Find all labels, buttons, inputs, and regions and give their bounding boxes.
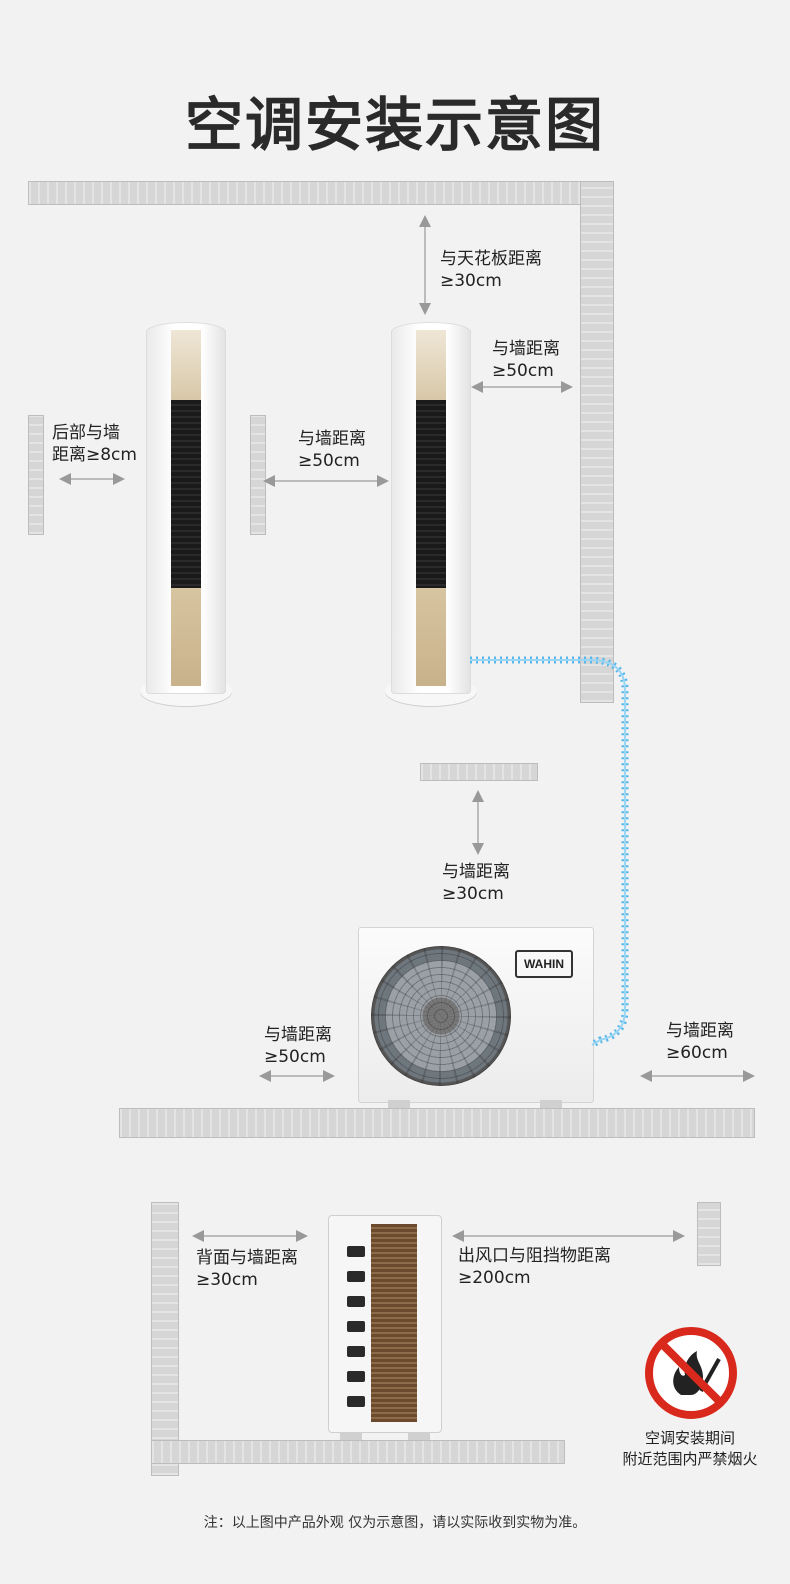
air-grille: [416, 400, 446, 588]
condenser-coil: [371, 1224, 417, 1422]
back-wall-left: [28, 415, 44, 535]
no-fire-icon: [645, 1327, 737, 1419]
label-line: 背面与墙距离: [196, 1248, 298, 1268]
label-line: ≥30cm: [196, 1270, 258, 1290]
label-line: 后部与墙: [52, 423, 120, 443]
label-line: 与墙距离: [298, 429, 366, 449]
label-outdoor-right-clearance: 与墙距离 ≥60cm: [666, 1020, 734, 1064]
outdoor-top-wall: [420, 763, 538, 781]
brand-logo: WAHIN: [515, 950, 573, 978]
label-line: 距离≥8cm: [52, 445, 137, 465]
unit-foot: [408, 1432, 430, 1440]
rear-obstacle: [697, 1202, 721, 1266]
rear-wall-left: [151, 1202, 179, 1476]
label-outdoor-left-clearance: 与墙距离 ≥50cm: [264, 1024, 332, 1068]
label-line: ≥50cm: [492, 361, 554, 381]
label-line: ≥60cm: [666, 1043, 728, 1063]
lower-panel: [416, 588, 446, 686]
display-panel: [171, 330, 201, 400]
vent-slot: [347, 1271, 365, 1282]
label-line: 与天花板距离: [440, 249, 542, 269]
label-line: 与墙距离: [264, 1025, 332, 1045]
unit-foot: [388, 1100, 410, 1108]
vent-slot: [347, 1371, 365, 1382]
label-line: ≥200cm: [458, 1268, 531, 1288]
vent-slot: [347, 1346, 365, 1357]
vent-slot: [347, 1321, 365, 1332]
rear-floor: [151, 1440, 565, 1464]
outdoor-floor: [119, 1108, 755, 1138]
label-line: 出风口与阻挡物距离: [458, 1246, 611, 1266]
label-rear-outlet-clearance: 出风口与阻挡物距离 ≥200cm: [458, 1245, 611, 1289]
outdoor-unit-front: WAHIN: [358, 927, 594, 1103]
outdoor-unit-side: [328, 1215, 442, 1433]
vent-slot: [347, 1296, 365, 1307]
fan-guard: [371, 946, 511, 1086]
vent-slot: [347, 1396, 365, 1407]
lower-panel: [171, 588, 201, 686]
right-wall: [580, 181, 614, 703]
footnote: 注：以上图中产品外观 仅为示意图，请以实际收到实物为准。: [203, 1515, 587, 1531]
label-between-clearance: 与墙距离 ≥50cm: [298, 428, 366, 472]
warning-text: 空调安装期间 附近范围内严禁烟火: [615, 1428, 765, 1470]
unit-foot: [340, 1432, 362, 1440]
label-line: ≥30cm: [442, 884, 504, 904]
label-rear-back-clearance: 背面与墙距离 ≥30cm: [196, 1247, 298, 1291]
label-line: 与墙距离: [442, 862, 510, 882]
air-grille: [171, 400, 201, 588]
label-line: ≥30cm: [440, 271, 502, 291]
page-title: 空调安装示意图: [184, 91, 605, 159]
label-line: 与墙距离: [492, 339, 560, 359]
label-line: 与墙距离: [666, 1021, 734, 1041]
label-line: ≥50cm: [298, 451, 360, 471]
refrigerant-pipe: [470, 656, 629, 1048]
warning-line: 空调安装期间: [644, 1429, 735, 1447]
label-right-wall-clearance: 与墙距离 ≥50cm: [492, 338, 560, 382]
label-above-outdoor-clearance: 与墙距离 ≥30cm: [442, 861, 510, 905]
label-ceiling-clearance: 与天花板距离 ≥30cm: [440, 248, 542, 292]
ceiling-wall: [28, 181, 614, 205]
fan-icon: [371, 946, 511, 1086]
vent-slot: [347, 1246, 365, 1257]
unit-foot: [540, 1100, 562, 1108]
label-line: ≥50cm: [264, 1047, 326, 1067]
display-panel: [416, 330, 446, 400]
label-back-wall-clearance: 后部与墙 距离≥8cm: [52, 422, 137, 466]
warning-line: 附近范围内严禁烟火: [622, 1450, 758, 1468]
